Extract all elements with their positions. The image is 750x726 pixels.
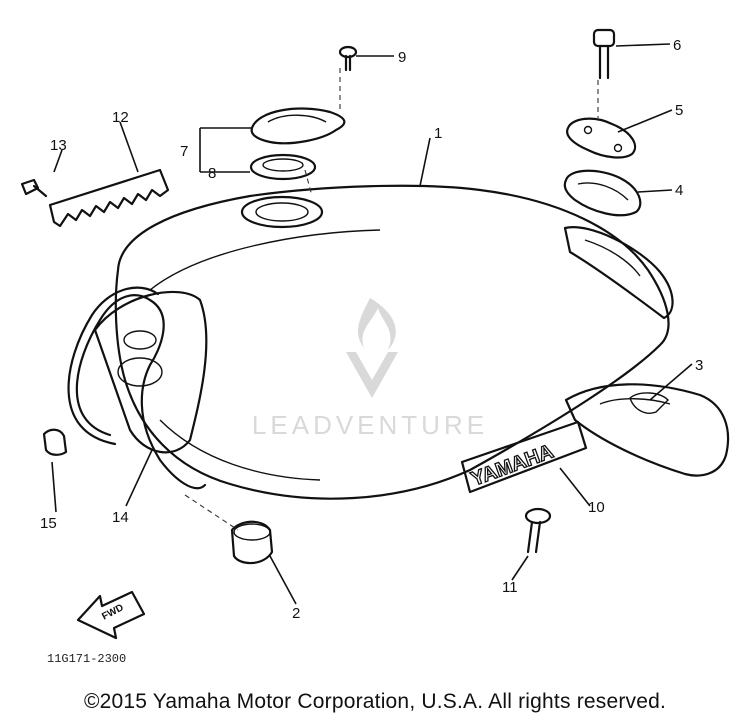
callout-10: 10 <box>588 499 605 516</box>
callout-3: 3 <box>695 357 703 374</box>
callout-9: 9 <box>398 49 406 66</box>
rear-cover <box>564 383 730 477</box>
clip <box>42 428 68 456</box>
drawing-code: 11G171-2300 <box>47 652 127 666</box>
watermark: LEADVENTURE <box>252 298 488 440</box>
plug <box>230 520 274 565</box>
rubber-damper <box>563 169 642 217</box>
callout-8: 8 <box>208 165 216 182</box>
toothed-bracket <box>48 168 170 228</box>
screw <box>338 45 358 72</box>
callout-14: 14 <box>112 509 129 526</box>
callout-5: 5 <box>675 102 683 119</box>
callout-labels: 1 2 3 4 5 6 7 8 9 10 11 12 13 14 15 <box>40 37 703 622</box>
fuel-tank <box>93 184 674 500</box>
callout-15: 15 <box>40 515 57 532</box>
fwd-arrow: FWD <box>76 590 146 640</box>
callout-6: 6 <box>673 37 681 54</box>
callout-7: 7 <box>180 143 188 160</box>
tank-cap <box>250 107 346 145</box>
callout-11: 11 <box>502 579 518 596</box>
emblem-text: YAMAHA <box>468 441 556 491</box>
callout-4: 4 <box>675 182 683 199</box>
callout-13: 13 <box>50 137 67 154</box>
bracket-plate <box>566 117 637 159</box>
gasket <box>249 153 317 181</box>
copyright-notice: ©2015 Yamaha Motor Corporation, U.S.A. A… <box>83 690 667 713</box>
bolt-left <box>20 178 48 198</box>
bolt-top <box>592 28 616 80</box>
callout-2: 2 <box>292 605 300 622</box>
screw-lower <box>524 507 552 554</box>
callout-12: 12 <box>112 109 129 126</box>
fuel-hose <box>67 286 207 490</box>
callout-1: 1 <box>434 125 442 142</box>
watermark-text: LEADVENTURE <box>252 410 488 440</box>
